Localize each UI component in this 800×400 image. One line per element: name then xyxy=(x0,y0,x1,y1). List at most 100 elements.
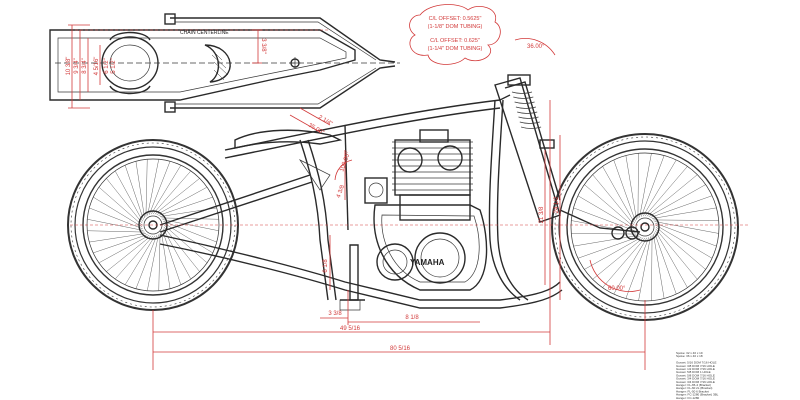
legend-line: Hanger: FC-1280 (Bracket) 3BL xyxy=(676,393,719,397)
spoke xyxy=(646,174,698,217)
spoke xyxy=(613,237,648,295)
front-wheel xyxy=(551,133,739,321)
legend-line: Hanger: FL-60 2L (Bracket) xyxy=(676,386,712,390)
legend-line: Gusset: 5/16 DOM 7/16 HOLE xyxy=(676,361,717,365)
fork-spring-coil xyxy=(513,96,534,99)
spoke xyxy=(87,230,145,233)
spoke xyxy=(655,228,698,280)
frame xyxy=(159,94,563,311)
spoke xyxy=(149,161,171,215)
spoke xyxy=(158,233,161,291)
dim-3-3-8: 3 3/8 xyxy=(328,311,342,317)
spoke xyxy=(625,155,637,220)
swingarm-inset-detail xyxy=(49,13,400,113)
spoke xyxy=(613,159,636,222)
spoke xyxy=(158,196,213,216)
spoke xyxy=(592,174,635,226)
spoke xyxy=(573,207,635,231)
spoke xyxy=(124,235,156,285)
spoke xyxy=(163,224,208,264)
angle-60: 60.00° xyxy=(608,286,626,292)
spoke xyxy=(93,234,148,254)
fork-spring-coil xyxy=(511,91,533,94)
legend-line: Gusset: 1/2 DOM 7/16 HOLE xyxy=(676,367,715,371)
spoke xyxy=(106,235,152,272)
spoke xyxy=(592,237,644,280)
spoke xyxy=(584,237,642,270)
offset-note-2: (1-1/8" DOM TUBING) xyxy=(428,24,483,30)
spoke xyxy=(641,155,665,217)
spoke xyxy=(161,232,171,289)
offset-note-3: C/L OFFSET: 0.625" xyxy=(430,38,480,44)
inset-dia-1: 6 1/2" xyxy=(104,58,110,73)
fork-spring-coil xyxy=(517,111,538,114)
spoke xyxy=(625,237,649,299)
legend-line: Spoke: 32 x 40 x 19 xyxy=(676,351,703,355)
spoke xyxy=(98,186,143,226)
fork-spring-coil xyxy=(515,106,537,109)
dim-vertical-d: 24 1/2 xyxy=(554,196,560,213)
dim-49-5-16: 49 5/16 xyxy=(340,326,361,332)
legend-line: Hanger: FC-1280 xyxy=(676,396,700,400)
spoke xyxy=(147,234,159,291)
spoke xyxy=(637,153,639,219)
fork-spring-coil xyxy=(520,126,542,129)
inset-dim-2: 9 3/4" xyxy=(74,58,80,73)
dim-80-5-16: 80 5/16 xyxy=(390,346,411,352)
spoke xyxy=(654,221,719,234)
offset-note-4: (1-1/4" DOM TUBING) xyxy=(428,46,483,52)
spoke xyxy=(653,219,719,221)
inset-dim-1: 10 3/8" xyxy=(66,57,72,76)
dim-vertical-c: 21 3/8 xyxy=(539,206,545,223)
fork-spring-coil xyxy=(518,116,539,119)
legend-line: Spoke: 36 x 40 x 18 xyxy=(676,354,703,358)
spoke xyxy=(602,237,646,288)
offset-notes-cloud xyxy=(409,4,501,65)
spoke xyxy=(124,165,144,220)
spoke xyxy=(154,178,200,215)
inset-dia-2: 5 1/2" xyxy=(111,58,117,73)
legend-line: Gusset: 3/8 DOM 7/16 HOLE xyxy=(676,364,715,368)
fork-spring-coil xyxy=(519,121,540,124)
spoke xyxy=(89,233,146,243)
spoke xyxy=(650,195,713,218)
dim-diag-1: 2 1/4" xyxy=(317,115,333,128)
spoke xyxy=(135,161,145,218)
spoke xyxy=(147,159,159,216)
spoke xyxy=(114,170,143,222)
spoke xyxy=(106,178,143,224)
spoke xyxy=(93,196,143,228)
spoke xyxy=(152,170,192,215)
dim-vertical-a: 6 1/8 xyxy=(323,259,329,273)
spoke xyxy=(161,217,219,220)
spoke xyxy=(655,224,713,259)
spoke xyxy=(577,195,635,230)
spoke xyxy=(89,207,143,229)
inset-dim-3: 8 3/4" xyxy=(82,58,88,73)
spoke xyxy=(602,166,635,224)
spoke xyxy=(584,184,635,228)
spoke xyxy=(644,166,688,217)
spoke xyxy=(638,236,651,301)
spoke xyxy=(655,226,706,270)
legend-line: Gusset: 5/8 DOM 7/16 HOLE xyxy=(676,373,715,377)
spoke xyxy=(162,230,182,285)
engine xyxy=(340,129,488,301)
chain-centerline-label: CHAIN CENTERLINE xyxy=(180,30,229,36)
inset-dim-4: 4 5/16" xyxy=(94,57,100,76)
spoke xyxy=(135,235,157,289)
angle-100: 100.00° xyxy=(339,151,352,173)
spoke xyxy=(156,186,208,215)
legend-line: Gusset: 3/4 DOM 7/16 HOLE xyxy=(676,377,715,381)
spoke xyxy=(655,223,717,247)
legend-line: Hanger: FL-50 6 Bracket xyxy=(676,389,709,393)
spoke xyxy=(651,235,653,301)
dim-diag-2: 35.00° xyxy=(307,123,326,137)
spoke xyxy=(145,159,148,217)
spoke xyxy=(652,207,717,219)
spoke xyxy=(98,235,150,264)
inset-right-dim: 3 3/8" xyxy=(260,38,266,53)
spoke xyxy=(654,232,677,295)
